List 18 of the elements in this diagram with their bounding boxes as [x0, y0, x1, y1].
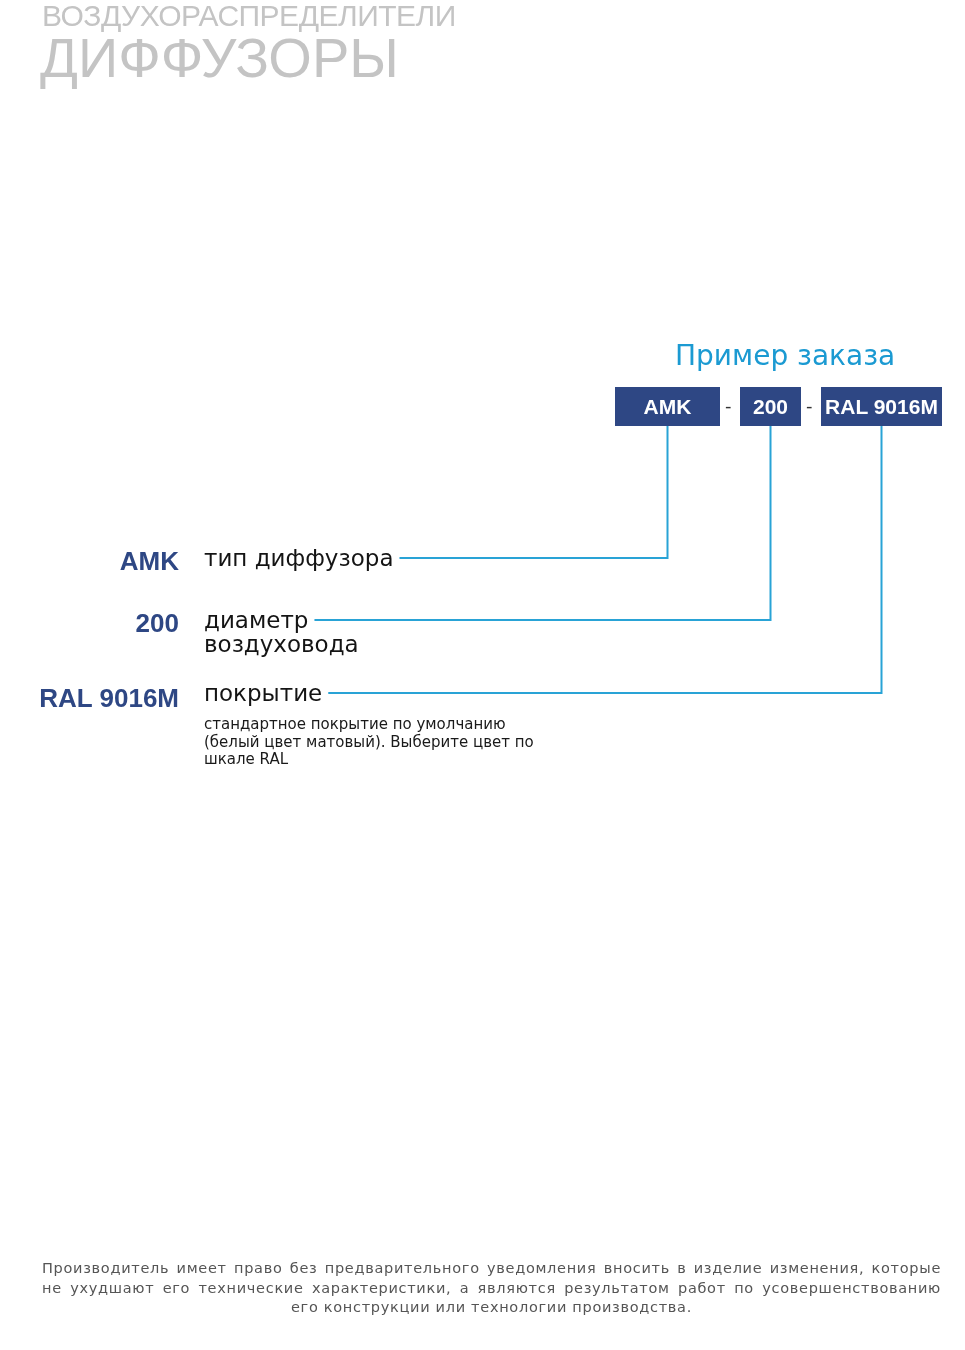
code-box: 200 — [740, 387, 801, 426]
description-text: покрытие — [204, 681, 323, 705]
code-label: RAL 9016M — [39, 684, 179, 712]
description-text: диаметр воздуховода — [204, 608, 359, 656]
diagram-title: Пример заказа — [675, 340, 896, 372]
dash-separator: - — [806, 396, 813, 416]
section-header: ВОЗДУХОРАСПРЕДЕЛИТЕЛИ — [42, 0, 456, 32]
leader-line — [398, 425, 669, 559]
code-box: AMK — [615, 387, 720, 426]
leader-line — [327, 425, 883, 694]
note-text: стандартное покрытие по умолчанию (белый цвет матовый). Выберите цвет по шкале RAL — [204, 716, 534, 769]
disclaimer-text: Производитель имеет право без предварительного уведомления вносить в изделие изменения, которые не ухудшают его технические характеристики, а являются результатом работ по усовершенствованию его конструкции или технологии производства. — [42, 1259, 941, 1317]
description-text: тип диффузора — [204, 546, 394, 570]
code-label: 200 — [135, 609, 179, 637]
dash-separator: - — [725, 396, 732, 416]
code-box: RAL 9016M — [821, 387, 942, 426]
code-label: AMK — [119, 547, 179, 575]
leader-line — [313, 425, 772, 621]
